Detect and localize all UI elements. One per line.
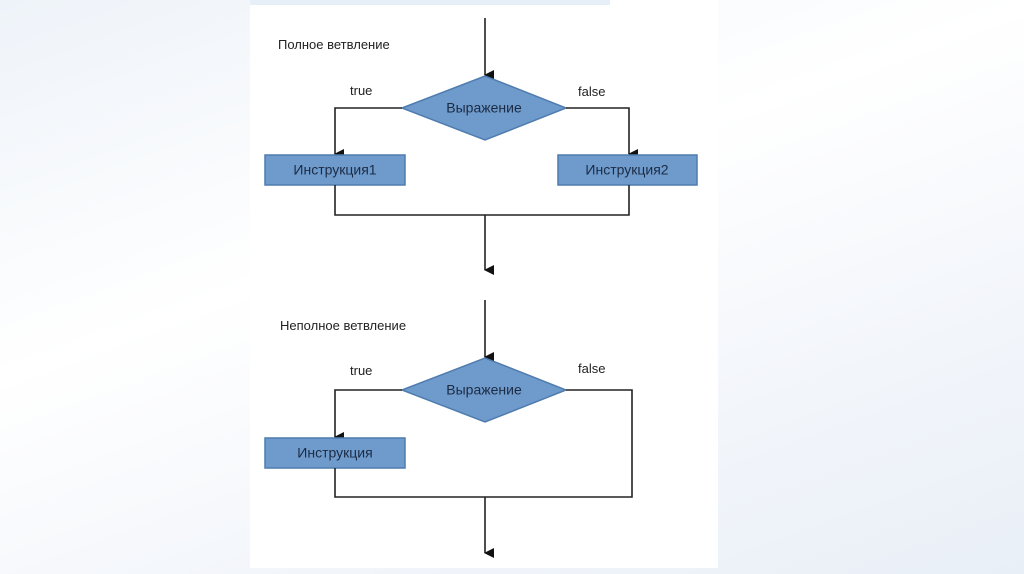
false-arrow — [566, 107, 638, 159]
instruction2-box — [557, 154, 698, 186]
true-arrow — [334, 107, 402, 159]
instruction1-box — [264, 154, 406, 186]
condition-text: Выражение — [446, 100, 522, 116]
true-label: true — [350, 363, 372, 378]
top-band — [250, 0, 610, 5]
false-label: false — [578, 84, 605, 99]
full-branch-diagram: Полное ветвление Выражение true false Ин… — [264, 18, 698, 275]
true-arrow — [334, 389, 402, 442]
false-merge-line — [334, 389, 633, 498]
condition-text: Выражение — [446, 382, 522, 398]
true-label: true — [350, 83, 372, 98]
diagram-title: Неполное ветвление — [280, 318, 406, 333]
false-label: false — [578, 361, 605, 376]
merge-line — [334, 185, 630, 216]
instruction2-text: Инструкция2 — [585, 162, 668, 178]
instruction1-text: Инструкция1 — [293, 162, 376, 178]
instruction-text: Инструкция — [297, 445, 372, 461]
diagram-title: Полное ветвление — [278, 37, 390, 52]
partial-branch-diagram: Неполное ветвление Выражение true false … — [264, 300, 633, 558]
